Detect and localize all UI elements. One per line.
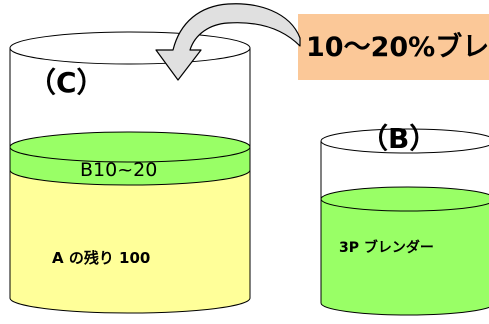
beaker-b-bottom bbox=[320, 302, 489, 316]
blend-ratio-callout: 10～20%ブレ bbox=[298, 14, 489, 80]
beaker-c-yellow-liquid bbox=[10, 170, 250, 313]
transfer-arrow bbox=[155, 3, 301, 81]
beaker-b-content-label: 3P ブレンダー bbox=[339, 239, 434, 256]
beaker-b-liquid-surface bbox=[320, 186, 489, 212]
beaker-c-rim bbox=[9, 31, 251, 65]
beaker-c-top-layer-label: B10~20 bbox=[80, 159, 157, 181]
beaker-c-layer-boundary bbox=[9, 169, 251, 186]
beaker-c-bottom-layer-label: A の残り 100 bbox=[52, 249, 150, 267]
beaker-b: （B） 3P ブレンダー bbox=[320, 122, 489, 316]
curved-arrow-icon bbox=[155, 3, 301, 81]
callout-text: 10～20%ブレ bbox=[306, 31, 489, 63]
beaker-c: （C） B10~20 A の残り 100 bbox=[9, 31, 251, 314]
beaker-b-label: （B） bbox=[360, 122, 437, 155]
beaker-c-bottom bbox=[9, 297, 251, 314]
beaker-c-green-layer bbox=[10, 147, 250, 185]
beaker-b-green-liquid bbox=[321, 199, 489, 315]
beaker-c-liquid-surface bbox=[9, 131, 251, 163]
callout-box bbox=[298, 14, 489, 80]
beaker-c-label: （C） bbox=[28, 66, 105, 99]
